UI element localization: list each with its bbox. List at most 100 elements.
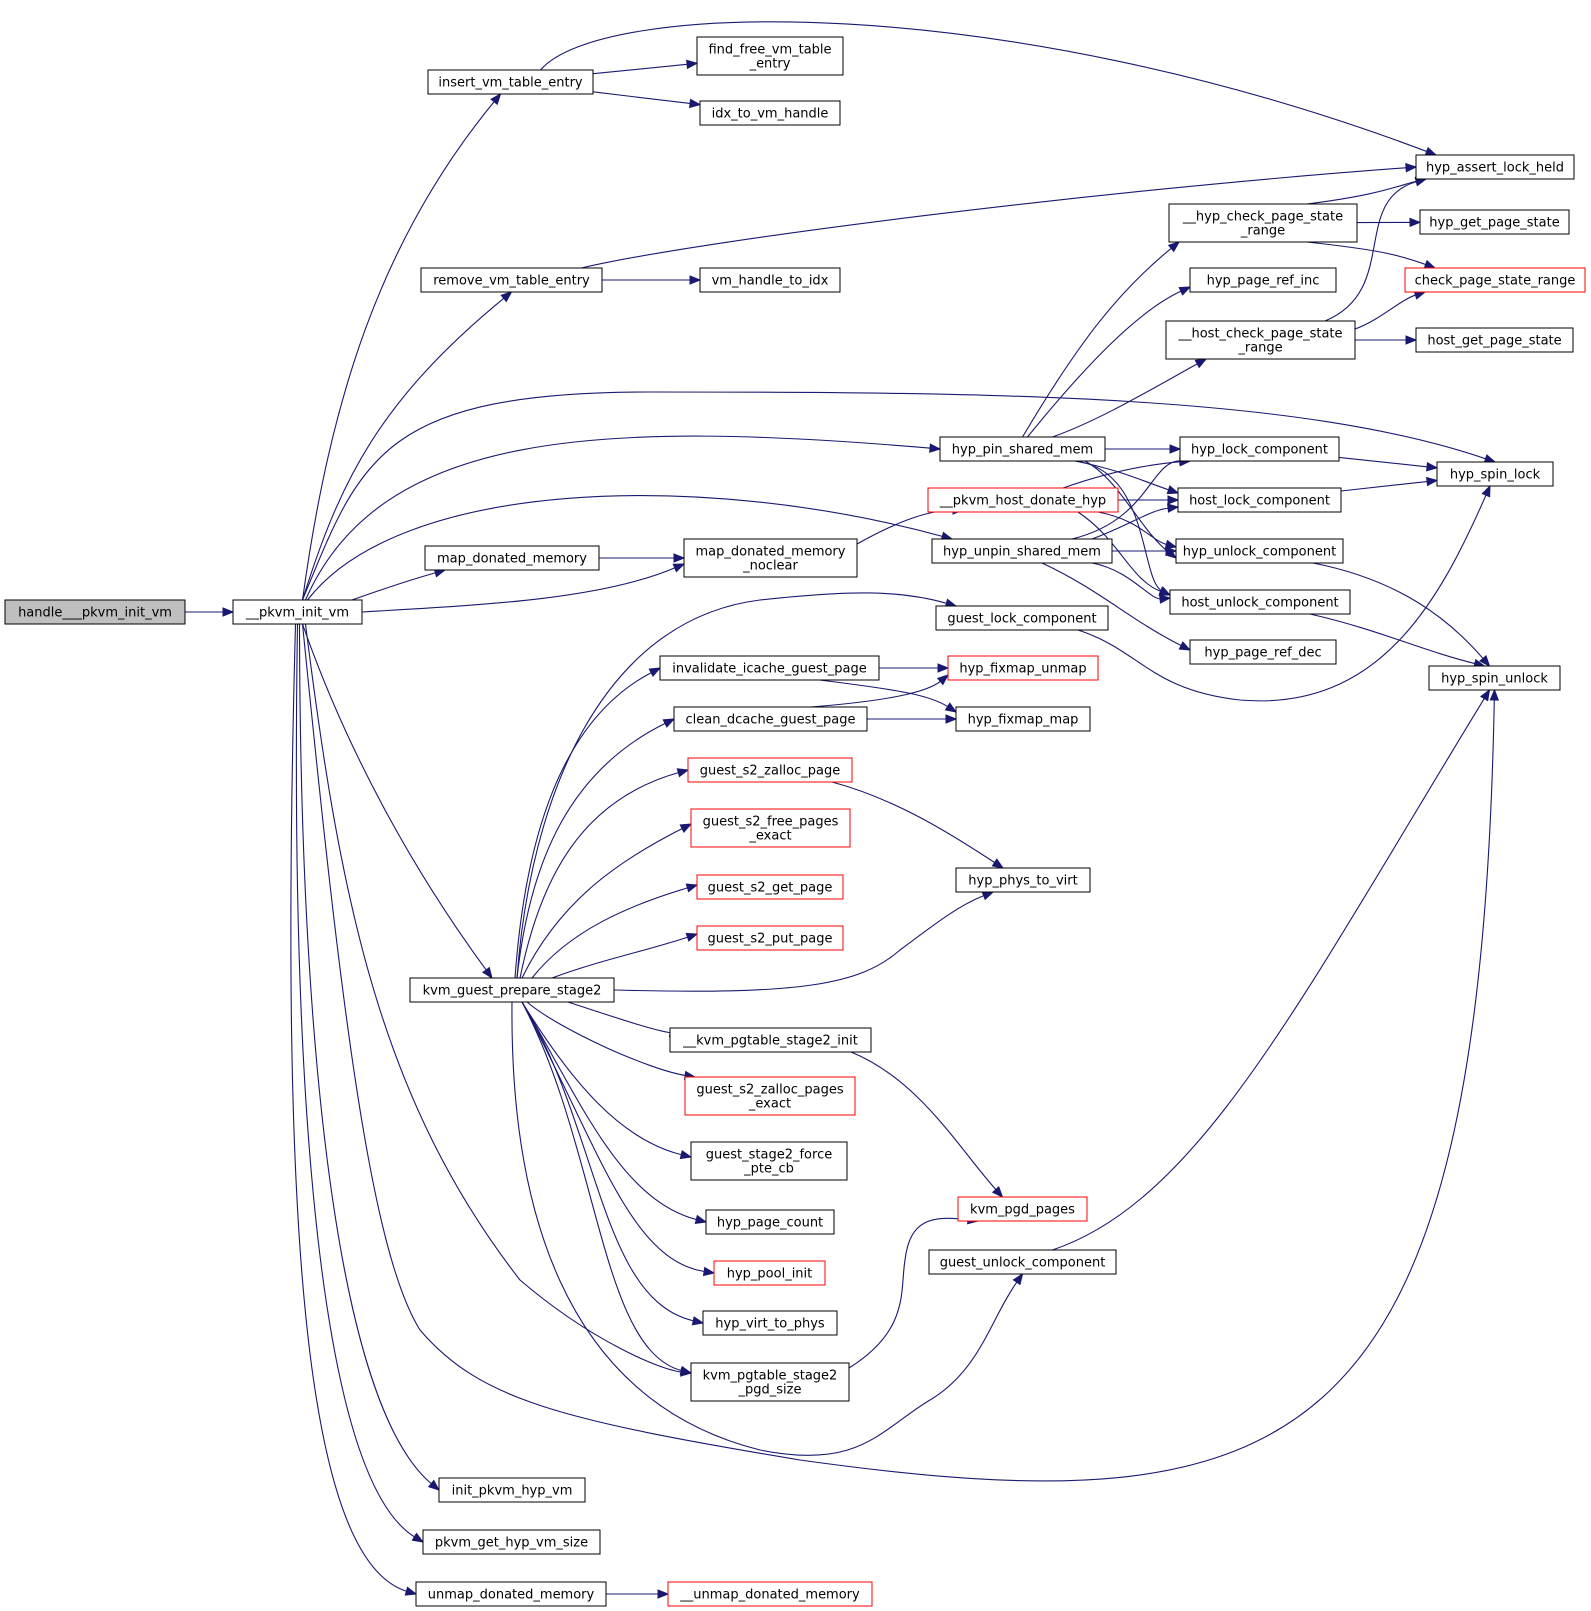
node-hyp-fixmap-unmap[interactable]: hyp_fixmap_unmap: [947, 655, 1099, 681]
node-hyp-get-page-state[interactable]: hyp_get_page_state: [1419, 209, 1570, 235]
node-host-unlock-component[interactable]: host_unlock_component: [1169, 589, 1351, 615]
edge-guest_unlock_component-to-hyp_spin_unlock: [1052, 688, 1491, 1251]
node-box: [699, 267, 841, 293]
node-kvm-pgtable-stage2-init[interactable]: __kvm_pgtable_stage2_init: [669, 1027, 872, 1053]
node-hyp-page-ref-dec[interactable]: hyp_page_ref_dec: [1189, 639, 1337, 665]
node-guest-s2-zalloc-pages-exact[interactable]: guest_s2_zalloc_pages_exact: [684, 1076, 856, 1116]
node-pkvm-init-vm[interactable]: __pkvm_init_vm: [232, 599, 363, 625]
node-clean-dcache-guest-page[interactable]: clean_dcache_guest_page: [673, 706, 868, 732]
node-hyp-unpin-shared-mem[interactable]: hyp_unpin_shared_mem: [931, 538, 1113, 564]
node-label: kvm_guest_prepare_stage2: [423, 984, 602, 999]
node-label: _exact: [748, 829, 791, 844]
node-hyp-spin-unlock[interactable]: hyp_spin_unlock: [1428, 665, 1561, 691]
node-host-get-page-state[interactable]: host_get_page_state: [1415, 327, 1574, 353]
node-box: [705, 1209, 835, 1235]
node-kvm-pgtable-stage2-pgd-size[interactable]: kvm_pgtable_stage2_pgd_size: [690, 1362, 850, 1402]
node-hyp-phys-to-virt[interactable]: hyp_phys_to_virt: [955, 867, 1091, 893]
node-pkvm-host-donate-hyp[interactable]: __pkvm_host_donate_hyp: [927, 487, 1119, 513]
node-box: [1419, 209, 1570, 235]
node-find-free-vm-table-entry[interactable]: find_free_vm_table_entry: [696, 36, 844, 76]
node-box: [955, 867, 1091, 893]
node-unmap-donated-memory[interactable]: unmap_donated_memory: [415, 1581, 607, 1607]
node-hyp-spin-lock[interactable]: hyp_spin_lock: [1436, 461, 1554, 487]
edge-handle_init_vm-to-pkvm_init_vm: [185, 607, 235, 617]
edge-kvm_guest_prepare_stage2-to-invalidate_icache_guest_page: [514, 667, 662, 979]
node-label: __pkvm_init_vm: [245, 606, 349, 621]
node-hyp-virt-to-phys[interactable]: hyp_virt_to_phys: [702, 1310, 838, 1336]
node-label: kvm_pgd_pages: [970, 1203, 1075, 1218]
node-hyp-page-count[interactable]: hyp_page_count: [705, 1209, 835, 1235]
edge-map_donated_memory-to-map_donated_memory_noclear: [599, 553, 686, 563]
node-hyp-pool-init[interactable]: hyp_pool_init: [713, 1260, 826, 1286]
node-unmap-donated-memory-2[interactable]: __unmap_donated_memory: [667, 1581, 873, 1607]
node-remove-vm-table-entry[interactable]: remove_vm_table_entry: [420, 267, 603, 293]
node-box: [4, 599, 186, 625]
node-host-check-page-state-range[interactable]: __host_check_page_state_range: [1165, 320, 1356, 360]
node-label: hyp_virt_to_phys: [715, 1317, 825, 1332]
node-label: insert_vm_table_entry: [438, 76, 583, 91]
node-guest-stage2-force-pte-cb[interactable]: guest_stage2_force_pte_cb: [690, 1141, 848, 1181]
node-guest-s2-free-pages-exact[interactable]: guest_s2_free_pages_exact: [690, 808, 851, 848]
node-hyp-pin-shared-mem[interactable]: hyp_pin_shared_mem: [939, 436, 1106, 462]
edge-kvm_guest_prepare_stage2-to-guest_s2_get_page: [531, 883, 699, 979]
node-box: [409, 977, 615, 1003]
node-label: guest_s2_get_page: [708, 881, 833, 896]
node-hyp-unlock-component[interactable]: hyp_unlock_component: [1175, 538, 1344, 564]
node-guest-lock-component[interactable]: guest_lock_component: [935, 605, 1109, 631]
edge-pkvm_init_vm-to-kvm_guest_prepare_stage2: [301, 623, 493, 980]
node-label: guest_lock_component: [947, 612, 1096, 627]
edge-insert_vm_table_entry-to-idx_to_vm_handle: [592, 91, 702, 109]
node-hyp-page-ref-inc[interactable]: hyp_page_ref_inc: [1189, 267, 1337, 293]
node-label: _range: [1237, 341, 1282, 356]
edge-hyp_unpin_shared_mem-to-host_lock_component: [1091, 503, 1180, 540]
edge-kvm_guest_prepare_stage2-to-guest_s2_zalloc_page: [519, 768, 690, 979]
node-invalidate-icache-guest-page[interactable]: invalidate_icache_guest_page: [659, 655, 880, 681]
node-label: hyp_unpin_shared_mem: [943, 545, 1101, 560]
node-init-pkvm-hyp-vm[interactable]: init_pkvm_hyp_vm: [438, 1477, 586, 1503]
node-map-donated-memory-noclear[interactable]: map_donated_memory_noclear: [683, 538, 858, 578]
node-label: hyp_fixmap_map: [968, 713, 1079, 728]
node-box: [699, 100, 841, 126]
node-label: map_donated_memory: [696, 545, 846, 560]
node-box: [690, 808, 851, 848]
node-label: host_get_page_state: [1427, 334, 1561, 349]
node-label: guest_s2_zalloc_pages: [696, 1083, 843, 1098]
node-hyp-assert-lock-held[interactable]: hyp_assert_lock_held: [1415, 154, 1575, 180]
node-label: handle___pkvm_init_vm: [18, 606, 172, 621]
node-kvm-guest-prepare-stage2[interactable]: kvm_guest_prepare_stage2: [409, 977, 615, 1003]
node-box: [690, 1362, 850, 1402]
edge-remove_vm_table_entry-to-hyp_assert_lock_held: [581, 163, 1418, 269]
node-pkvm-get-hyp-vm-size[interactable]: pkvm_get_hyp_vm_size: [422, 1529, 601, 1555]
node-label: hyp_pin_shared_mem: [952, 443, 1093, 458]
node-kvm-pgd-pages[interactable]: kvm_pgd_pages: [957, 1196, 1088, 1222]
node-box: [1436, 461, 1554, 487]
node-label: hyp_pool_init: [727, 1267, 813, 1282]
node-hyp-lock-component[interactable]: hyp_lock_component: [1179, 436, 1340, 462]
node-map-donated-memory[interactable]: map_donated_memory: [424, 545, 600, 571]
edge-hyp_unpin_shared_mem-to-host_unlock_component: [1091, 562, 1172, 604]
node-label: map_donated_memory: [437, 552, 587, 567]
edge-remove_vm_table_entry-to-vm_handle_to_idx: [602, 275, 702, 285]
node-box: [687, 757, 853, 783]
node-box: [947, 655, 1099, 681]
node-label: __hyp_check_page_state: [1182, 210, 1343, 225]
node-handle-init-vm[interactable]: handle___pkvm_init_vm: [4, 599, 186, 625]
node-guest-s2-get-page[interactable]: guest_s2_get_page: [696, 874, 844, 900]
node-guest-s2-zalloc-page[interactable]: guest_s2_zalloc_page: [687, 757, 853, 783]
node-label: invalidate_icache_guest_page: [672, 662, 867, 677]
node-vm-handle-to-idx[interactable]: vm_handle_to_idx: [699, 267, 841, 293]
node-label: idx_to_vm_handle: [712, 107, 829, 122]
node-guest-s2-put-page[interactable]: guest_s2_put_page: [696, 925, 844, 951]
node-idx-to-vm-handle[interactable]: idx_to_vm_handle: [699, 100, 841, 126]
node-hyp-check-page-state-range[interactable]: __hyp_check_page_state_range: [1168, 203, 1358, 243]
node-guest-unlock-component[interactable]: guest_unlock_component: [928, 1249, 1117, 1275]
node-check-page-state-range[interactable]: check_page_state_range: [1404, 267, 1586, 293]
edge-clean_dcache_guest_page-to-hyp_fixmap_unmap: [810, 674, 950, 708]
node-box: [957, 1196, 1088, 1222]
node-label: kvm_pgtable_stage2: [703, 1369, 838, 1384]
node-insert-vm-table-entry[interactable]: insert_vm_table_entry: [427, 69, 594, 95]
node-box: [684, 1076, 856, 1116]
node-label: hyp_phys_to_virt: [968, 874, 1077, 889]
node-host-lock-component[interactable]: host_lock_component: [1177, 487, 1342, 513]
node-hyp-fixmap-map[interactable]: hyp_fixmap_map: [955, 706, 1091, 732]
